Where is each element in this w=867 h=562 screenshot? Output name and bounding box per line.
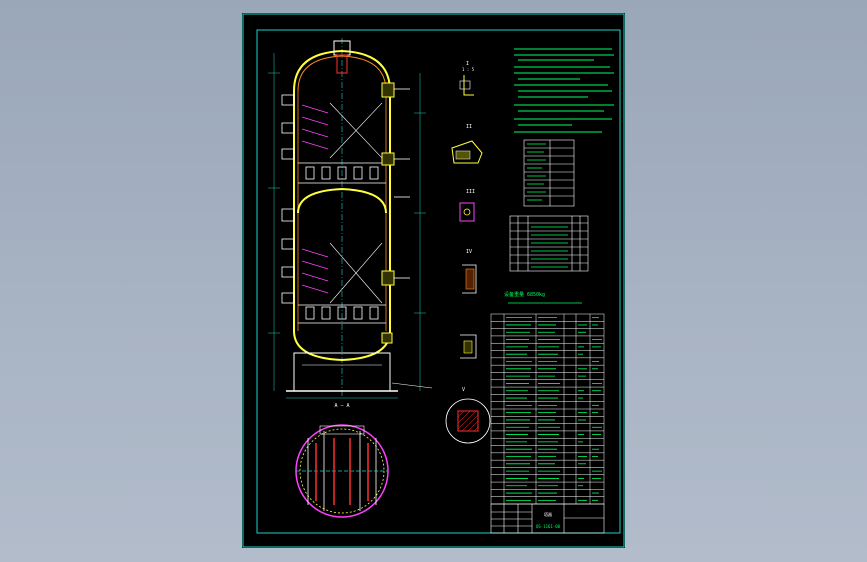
cad-drawing: A — A I 1 : 5 II III <box>242 13 625 548</box>
inner-border <box>256 29 621 534</box>
outer-border <box>242 13 625 548</box>
scale-label: 1 : 5 <box>462 67 475 72</box>
technical-notes <box>514 48 614 133</box>
section-label: A — A <box>334 403 349 409</box>
drawing-sheet: A — A I 1 : 5 II III <box>242 13 625 548</box>
vessel-elevation <box>268 38 433 399</box>
section-view: A — A <box>295 403 389 518</box>
detail-label-4: IV <box>466 249 472 255</box>
detail-views: I 1 : 5 II III IV V <box>445 61 491 444</box>
nozzle-table <box>509 215 589 272</box>
detail-label-3: III <box>466 189 475 195</box>
detail-label-1: I <box>466 61 469 67</box>
mass-note: 设备重量 6850kg <box>504 291 545 298</box>
title-block <box>490 503 605 534</box>
detail-label-5: V <box>462 387 465 393</box>
title-block-number: QS-1161-00 <box>536 524 561 529</box>
detail-label-2: II <box>466 124 472 130</box>
parts-list <box>490 313 605 505</box>
design-data-table <box>523 139 575 207</box>
title-block-title: 塔器 <box>544 511 552 517</box>
